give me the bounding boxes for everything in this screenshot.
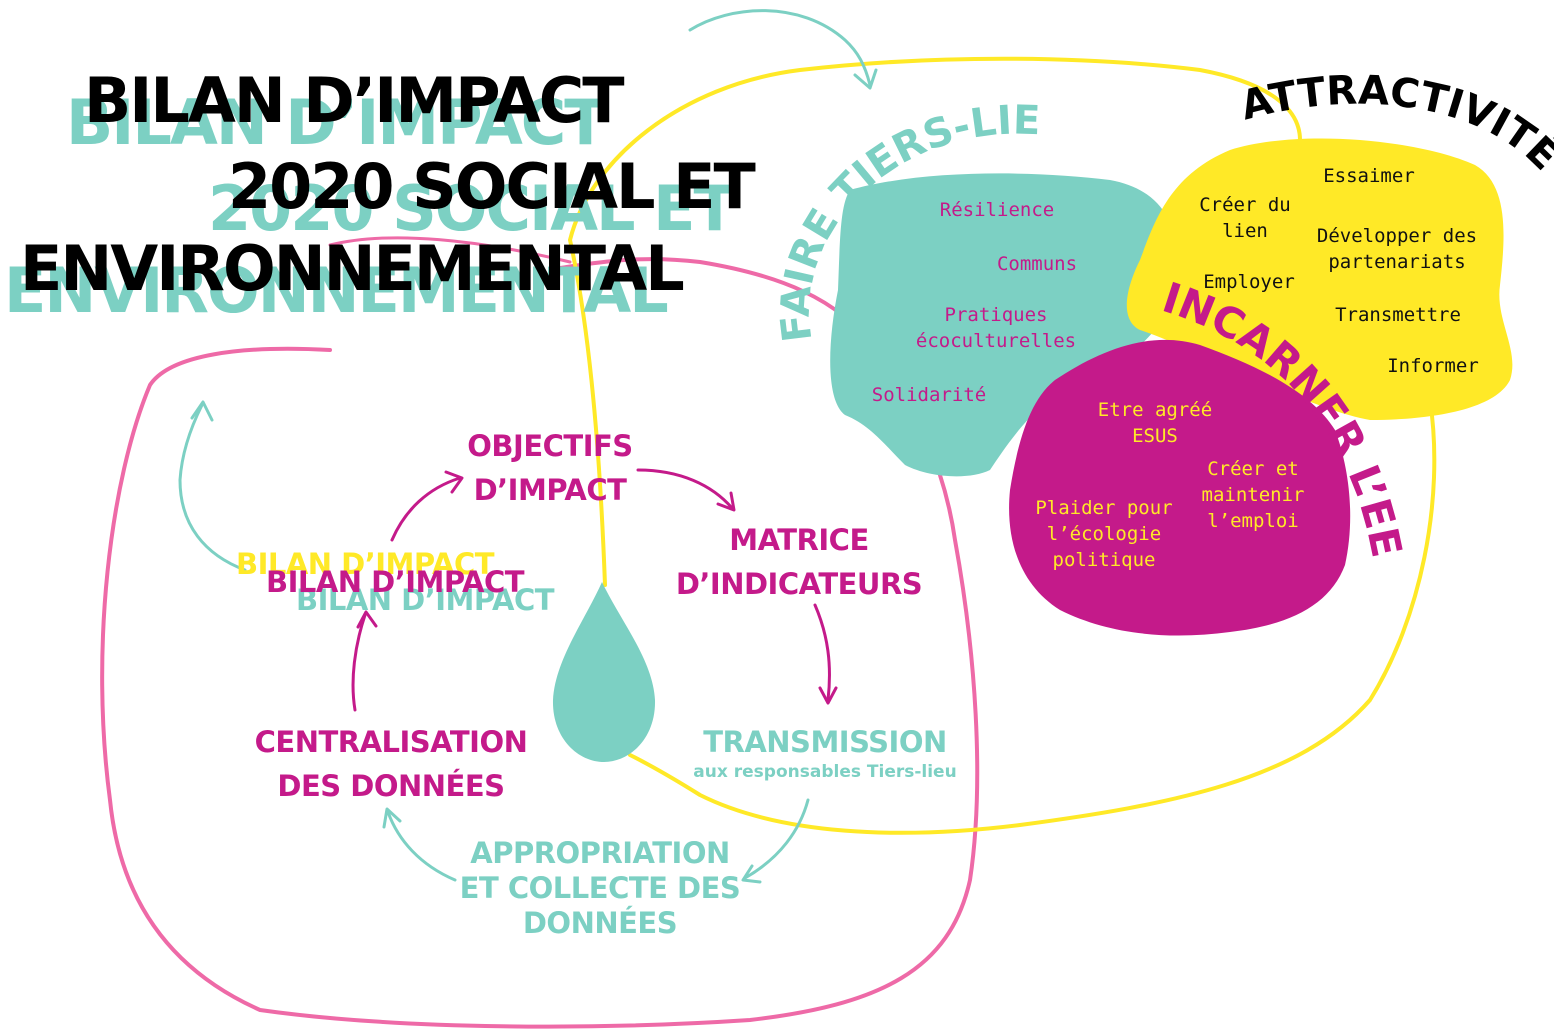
arrow-objectifs-to-matrice	[636, 468, 734, 510]
cycle-bilan: BILAN D’IMPACT	[265, 565, 525, 599]
cycle-appropriation: APPROPRIATION ET COLLECTE DES DONNÉES	[459, 836, 741, 940]
cycle-centralisation: CENTRALISATION DES DONNÉES	[254, 725, 528, 803]
teal-item-resilience: Résilience	[939, 199, 1055, 221]
arrow-transmission-to-appropriation	[743, 798, 810, 880]
teal-top-arrow	[688, 9, 872, 87]
yellow-item-developper: Développer des partenariats	[1316, 225, 1478, 273]
teal-item-pratiques: Pratiques écoculturelles	[915, 304, 1077, 352]
cycle-bilan-echo-yellow: BILAN D’IMPACT	[235, 547, 495, 581]
arrow-centralisation-to-bilan	[351, 613, 367, 712]
title-line3-shadow: ENVIRONNEMENTAL	[4, 254, 669, 327]
arrow-matrice-to-transmission	[813, 603, 831, 702]
teal-item-communs: Communs	[996, 253, 1078, 275]
arrowhead-transmission-to-appropriation	[741, 864, 762, 884]
title-line1-shadow: BILAN D’IMPACT	[66, 86, 607, 159]
cycle-transmission: TRANSMISSION	[703, 725, 947, 759]
teal-left-arrow	[178, 403, 247, 572]
title-line3: ENVIRONNEMENTAL	[20, 232, 685, 305]
magenta-item-plaider: Plaider pour l’écologie politique	[1035, 497, 1173, 571]
yellow-item-creer-lien: Créer du lien	[1199, 194, 1291, 242]
yellow-item-essaimer: Essaimer	[1323, 165, 1415, 187]
yellow-item-informer: Informer	[1387, 355, 1479, 377]
water-drop	[552, 582, 656, 762]
cycle-transmission-sub: aux responsables Tiers-lieu	[693, 762, 957, 782]
yellow-item-transmettre: Transmettre	[1335, 304, 1461, 326]
cycle-bilan-echo-teal: BILAN D’IMPACT	[295, 583, 555, 617]
arrowhead-centralisation-to-bilan	[356, 610, 378, 629]
arrowhead-objectifs-to-matrice	[716, 491, 736, 512]
teal-top-arrowhead	[853, 68, 878, 90]
cycle-objectifs: OBJECTIFS D’IMPACT	[467, 429, 633, 507]
title-line2-shadow: 2020 SOCIAL ET	[208, 172, 736, 245]
magenta-item-emploi: Créer et maintenir l’emploi	[1201, 458, 1305, 532]
teal-left-arrowhead	[190, 400, 214, 422]
magenta-item-esus: Etre agréé ESUS	[1097, 399, 1213, 447]
arrow-bilan-to-objectifs	[390, 476, 462, 542]
title-line1: BILAN D’IMPACT	[84, 64, 625, 137]
pink-loop-tail	[328, 236, 572, 264]
yellow-loop-outline	[567, 56, 1437, 835]
arrowhead-matrice-to-transmission	[818, 686, 838, 705]
magenta-blob	[1009, 339, 1351, 636]
yellow-item-employer: Employer	[1203, 271, 1295, 293]
arrowhead-appropriation-to-centralisation	[382, 807, 402, 829]
yellow-blob	[1126, 138, 1513, 420]
arrowhead-bilan-to-objectifs	[444, 470, 464, 494]
teal-blob	[830, 173, 1178, 477]
cycle-matrice: MATRICE D’INDICATEURS	[675, 523, 923, 601]
arrow-appropriation-to-centralisation	[386, 810, 457, 882]
teal-item-solidarite: Solidarité	[871, 384, 987, 406]
title-line2: 2020 SOCIAL ET	[228, 150, 756, 223]
